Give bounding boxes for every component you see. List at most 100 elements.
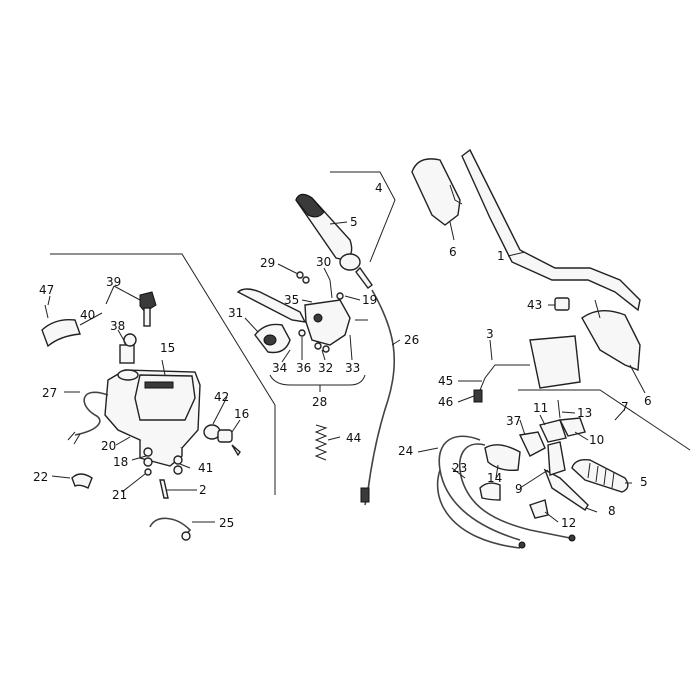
- label-3: 3: [486, 327, 494, 341]
- guard-bolt-top: [449, 184, 463, 205]
- label-31: 31: [228, 306, 243, 320]
- brake-hose-27: [74, 391, 109, 436]
- label-47: 47: [39, 283, 54, 297]
- label-40: 40: [80, 308, 95, 322]
- label-14: 14: [487, 471, 502, 485]
- label-11: 11: [533, 401, 548, 415]
- key-blade-39: [143, 307, 151, 327]
- part-11: [539, 419, 567, 443]
- label-27: 27: [42, 386, 57, 400]
- label-12: 12: [561, 516, 576, 530]
- label-10: 10: [589, 433, 604, 447]
- label-5-right: 5: [640, 475, 648, 489]
- screw-13: [557, 399, 561, 419]
- clutch-lever-8: [543, 468, 589, 511]
- label-28: 28: [312, 395, 327, 409]
- bolt-32b: [322, 345, 330, 353]
- label-15: 15: [160, 341, 175, 355]
- label-7: 7: [621, 400, 629, 414]
- label-4: 4: [375, 181, 383, 195]
- label-9: 9: [515, 482, 523, 496]
- washer-18b: [143, 457, 153, 467]
- reservoir-label-plate: [144, 381, 174, 389]
- label-44: 44: [346, 431, 361, 445]
- label-30: 30: [316, 255, 331, 269]
- group-bracket-left: [50, 253, 276, 495]
- reservoir-cap: [117, 369, 139, 381]
- label-21: 21: [112, 488, 127, 502]
- screw-47: [44, 304, 49, 319]
- hose-25: [149, 517, 192, 537]
- throttle-cable-26: [364, 289, 396, 506]
- label-46: 46: [438, 395, 453, 409]
- mirror-nut-46: [473, 389, 483, 403]
- cable-end-26: [360, 487, 370, 503]
- switch-38: [119, 344, 135, 364]
- label-18: 18: [113, 455, 128, 469]
- label-36: 36: [296, 361, 311, 375]
- nut-41b: [173, 465, 183, 475]
- label-24: 24: [398, 444, 413, 458]
- cable-24b: [436, 469, 521, 549]
- label-42: 42: [214, 390, 229, 404]
- label-38: 38: [110, 319, 125, 333]
- clip-22: [71, 473, 93, 489]
- label-34: 34: [272, 361, 287, 375]
- screw-30: [329, 279, 333, 299]
- grommet-38: [123, 333, 137, 347]
- nut-19: [336, 292, 344, 300]
- label-29: 29: [260, 256, 275, 270]
- pivot-bolt: [313, 313, 323, 323]
- label-39: 39: [106, 275, 121, 289]
- spacer-43: [554, 297, 570, 311]
- screw-29b: [302, 276, 310, 284]
- label-2: 2: [199, 483, 207, 497]
- lever-bracket: [304, 299, 351, 346]
- mirror-3: [529, 335, 581, 389]
- washer-36: [298, 329, 306, 337]
- part-23: [479, 482, 501, 501]
- mirror-stem: [477, 364, 530, 396]
- guard-bolt-right: [594, 299, 601, 319]
- label-1: 1: [497, 249, 505, 263]
- housing-31-hole: [263, 334, 277, 346]
- switch-housing-14: [484, 444, 521, 472]
- label-22: 22: [33, 470, 48, 484]
- label-32: 32: [318, 361, 333, 375]
- nut-41: [173, 455, 183, 465]
- label-43: 43: [527, 298, 542, 312]
- label-19: 19: [362, 293, 377, 307]
- bolt-21: [144, 468, 152, 476]
- label-37: 37: [506, 414, 521, 428]
- label-20: 20: [101, 439, 116, 453]
- label-26: 26: [404, 333, 419, 347]
- perch-9: [547, 441, 566, 476]
- group-bracket-7: [518, 389, 691, 451]
- label-35: 35: [284, 293, 299, 307]
- label-8: 8: [608, 504, 616, 518]
- screw-29a: [296, 271, 304, 279]
- label-33: 33: [345, 361, 360, 375]
- handguard-6-top: [411, 158, 461, 226]
- label-23: 23: [452, 461, 467, 475]
- screw-2: [159, 479, 169, 499]
- switch-37: [518, 431, 546, 457]
- grip-texture: [587, 462, 615, 489]
- spring-44: [314, 424, 328, 461]
- pin-16: [231, 444, 241, 457]
- grip-5-right: [571, 458, 629, 493]
- label-41: 41: [198, 461, 213, 475]
- handguard-6-right: [581, 310, 641, 371]
- cable-23: [458, 443, 571, 539]
- label-25: 25: [219, 516, 234, 530]
- brake-lever: [236, 288, 307, 323]
- clamp-12: [529, 499, 549, 519]
- washer-18: [143, 447, 153, 457]
- bolt-32: [314, 342, 322, 350]
- label-13: 13: [577, 406, 592, 420]
- hose-25-end: [181, 531, 191, 541]
- part-10: [558, 417, 586, 437]
- spacer-16: [217, 429, 233, 443]
